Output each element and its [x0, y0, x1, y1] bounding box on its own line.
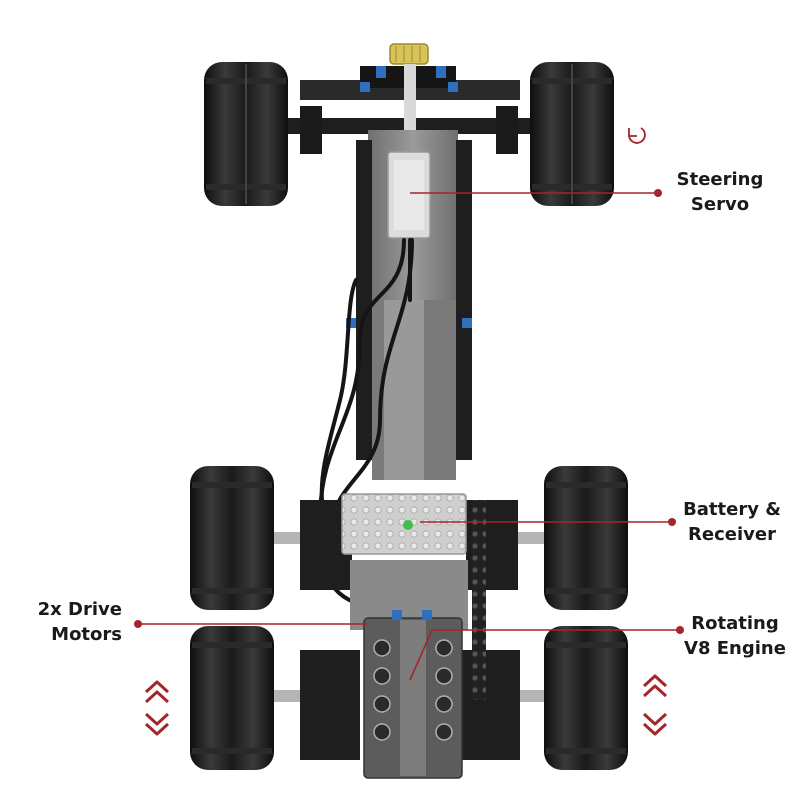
steering-gear: [389, 43, 429, 134]
front-left-wheel: [204, 62, 288, 206]
callout-steering-servo-line2: Servo: [690, 194, 750, 215]
callout-drive-motors-line2: Motors: [51, 624, 122, 645]
callout-steering-servo-line1: Steering: [676, 169, 764, 190]
callout-v8-engine-line2: V8 Engine: [684, 638, 786, 659]
rear-right-wheel-rear: [544, 626, 628, 770]
v8-engine-block: [363, 610, 463, 779]
chevron-up-icon: [144, 680, 170, 704]
callout-v8-engine: Rotating V8 Engine: [680, 611, 790, 661]
rear-frame: [274, 500, 544, 760]
callout-leaders: [134, 189, 684, 681]
leader-dot-battery-receiver: [668, 518, 676, 526]
callout-drive-motors-line1: 2x Drive: [37, 599, 122, 620]
rear-left-wheel-front: [190, 466, 274, 610]
battery-receiver-box: [341, 493, 467, 555]
callout-battery-receiver: Battery & Receiver: [676, 497, 788, 547]
steering-servo-module: [387, 151, 431, 239]
leader-dot-steering-servo: [654, 189, 662, 197]
callout-steering-servo: Steering Servo: [668, 167, 772, 217]
rotate-icon: [628, 127, 646, 144]
front-right-wheel: [530, 62, 614, 206]
callout-v8-engine-line1: Rotating: [691, 613, 779, 634]
chevron-down-icon: [144, 712, 170, 736]
chevron-up-icon: [642, 674, 668, 698]
callout-battery-receiver-line1: Battery &: [683, 499, 781, 520]
chevron-down-icon: [642, 712, 668, 736]
rear-left-wheel-rear: [190, 626, 274, 770]
callout-battery-receiver-line2: Receiver: [688, 524, 776, 545]
leader-dot-drive-motors: [134, 620, 142, 628]
leader-dot-v8-engine: [676, 626, 684, 634]
rear-right-wheel-front: [544, 466, 628, 610]
callout-drive-motors: 2x Drive Motors: [24, 597, 122, 647]
